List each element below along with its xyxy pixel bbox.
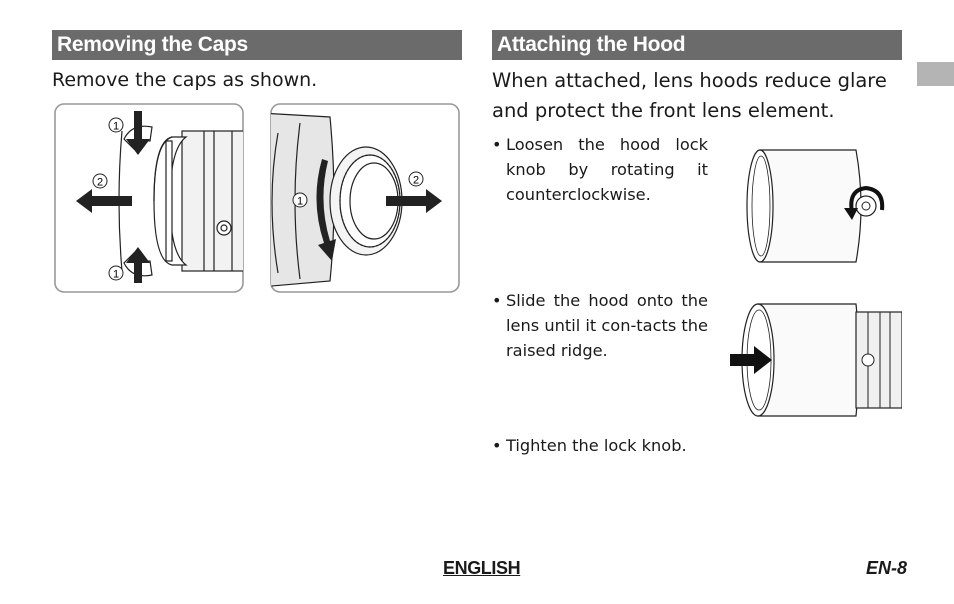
pull-left-arrow-icon xyxy=(76,189,132,213)
page-edge-tab xyxy=(917,62,954,86)
callout-1-bottom: 1 xyxy=(113,269,119,281)
front-cap-removal-illustration: 1 2 1 xyxy=(54,103,244,293)
press-up-arrow-icon xyxy=(126,247,150,283)
bullet-text: Tighten the lock knob. xyxy=(506,436,687,455)
slide-right-arrow-icon xyxy=(730,346,772,374)
bullet-dot: • xyxy=(492,291,502,310)
bullet-text: Slide the hood onto the lens until it co… xyxy=(506,291,708,360)
press-down-arrow-icon xyxy=(126,111,150,155)
footer-page-number: EN-8 xyxy=(866,558,908,578)
rotate-counterclockwise-arrow-icon xyxy=(316,159,336,261)
bullet-dot: • xyxy=(492,436,502,455)
rotate-arrow-icon xyxy=(849,185,885,213)
bullet-text: Loosen the hood lock knob by rotating it… xyxy=(506,135,708,204)
rear-cap-removal-illustration: 1 2 xyxy=(270,103,460,293)
footer-language: ENGLISH xyxy=(443,558,521,578)
removing-caps-intro: Remove the caps as shown. xyxy=(52,69,318,91)
pull-right-arrow-icon xyxy=(386,189,442,213)
section-heading-attaching-hood: Attaching the Hood xyxy=(492,30,902,60)
callout-1: 1 xyxy=(297,196,303,208)
section-heading-removing-caps: Removing the Caps xyxy=(52,30,462,60)
callout-1-top: 1 xyxy=(113,121,119,133)
attaching-hood-intro: When attached, lens hoods reduce glare a… xyxy=(492,69,887,122)
hood-slide-on-illustration xyxy=(730,303,902,417)
bullet-dot: • xyxy=(492,135,502,154)
hood-lock-knob-illustration xyxy=(746,149,885,263)
callout-2: 2 xyxy=(413,175,419,187)
callout-2: 2 xyxy=(97,177,103,189)
